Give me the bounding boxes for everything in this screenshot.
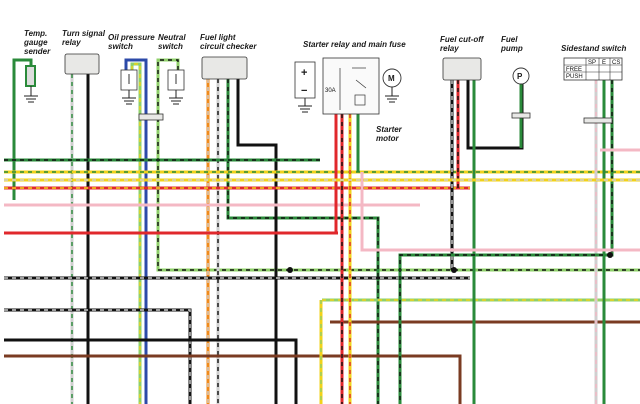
pos-push: PUSH (566, 74, 583, 80)
neutral-switch-symbol (167, 69, 185, 105)
col-e: E (602, 60, 606, 66)
oil-pressure-switch-symbol (120, 69, 138, 105)
wire-fuel-green (226, 79, 380, 404)
wires (4, 58, 640, 404)
junction-dot (287, 267, 293, 273)
fuel-pump-symbol: P (511, 67, 531, 119)
wire-fuel-black (236, 79, 278, 404)
pos-free: FREE (566, 67, 582, 73)
col-sp: SP (588, 60, 596, 66)
sidestand-switch-table: SP E CS FREE PUSH (563, 57, 623, 124)
wire-side-green2-stripe (399, 80, 613, 404)
wire-horiz-black3 (4, 338, 298, 404)
wire-down-360 (360, 172, 640, 252)
minus-sign: − (301, 85, 307, 97)
wire-neutral-green-stripe (157, 59, 640, 271)
motor-letter: M (388, 74, 395, 83)
label-sidestand-switch: Sidestand switch (561, 44, 626, 53)
turn-signal-relay-box (64, 53, 100, 75)
col-cs: CS (612, 60, 620, 66)
fuel-light-checker-box (201, 56, 248, 80)
temp-gauge-sender-symbol (24, 65, 38, 103)
plus-sign: + (301, 67, 307, 79)
starter-relay-box (322, 57, 380, 115)
junction-dot (451, 267, 457, 273)
starter-relay-assembly: + − 30A M (294, 57, 402, 115)
fuel-cutoff-relay-box (442, 57, 482, 81)
fuse-rating: 30A (325, 88, 336, 94)
label-starter-relay: Starter relay and main fuse (303, 40, 406, 49)
junctions (287, 252, 613, 273)
pump-letter: P (517, 72, 523, 81)
junction-dot (607, 252, 613, 258)
wire-temp-green (12, 58, 33, 200)
wire-horiz-brown (4, 354, 462, 404)
inline-connector (138, 113, 164, 121)
wire-neutral-green (156, 58, 640, 272)
wire-horiz-black2-stripe (4, 309, 191, 404)
